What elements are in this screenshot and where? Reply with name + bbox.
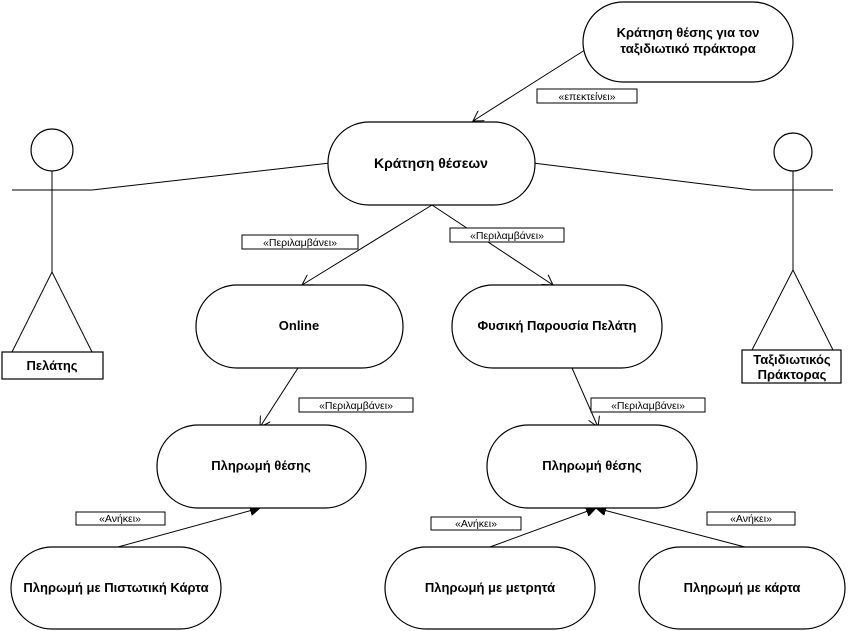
use-case-payment-right[interactable]: Πληρωμή θέσης xyxy=(486,424,698,509)
stereotype-belongs-2-label: «Ανήκει» xyxy=(455,518,497,530)
stereotype-includes-1: «Περιλαμβάνει» xyxy=(241,234,359,250)
use-case-pay-card-label: Πληρωμή με κάρτα xyxy=(684,580,801,595)
include-arrow-physical xyxy=(431,204,553,285)
stereotype-includes-4-label: «Περιλαμβάνει» xyxy=(611,400,685,412)
use-case-agent-booking-label-line2: ταξιδιωτικό πράκτορα xyxy=(620,41,755,56)
use-case-pay-cash-label: Πληρωμή με μετρητά xyxy=(425,580,555,595)
use-case-payment-left-shape xyxy=(156,424,367,509)
use-case-pay-cash[interactable]: Πληρωμή με μετρητά xyxy=(384,546,596,630)
stereotype-includes-1-label: «Περιλαμβάνει» xyxy=(263,237,337,249)
extend-arrow xyxy=(473,47,589,121)
actor-customer-left-leg xyxy=(11,271,53,353)
use-case-agent-booking-shape xyxy=(582,1,794,83)
stereotype-belongs-1-box xyxy=(75,511,166,526)
use-case-pay-credit-card-label: Πληρωμή με Πιστωτική Κάρτα xyxy=(23,580,208,595)
use-case-physical-presence-shape xyxy=(451,284,663,369)
actor-customer-label: Πελάτης xyxy=(26,358,77,373)
actor-agent-label-line2: Πράκτορας xyxy=(758,367,827,382)
stereotype-includes-2-label: «Περιλαμβάνει» xyxy=(470,230,544,242)
actor-customer[interactable]: Πελάτης xyxy=(1,128,104,380)
include-arrow-payment-left xyxy=(260,367,299,427)
use-case-pay-credit-card[interactable]: Πληρωμή με Πιστωτική Κάρτα xyxy=(10,546,222,630)
belongs-arrow-card xyxy=(596,508,746,548)
stereotype-belongs-1: «Ανήκει» xyxy=(75,511,166,526)
stereotype-includes-2: «Περιλαμβάνει» xyxy=(449,227,565,243)
association-customer-booking xyxy=(91,162,331,191)
stereotype-includes-3: «Περιλαμβάνει» xyxy=(298,397,414,413)
actor-agent-label-line1: Ταξιδιωτικός xyxy=(753,352,831,367)
use-case-payment-right-shape xyxy=(486,424,698,509)
use-case-payment-left[interactable]: Πληρωμή θέσης xyxy=(156,424,367,509)
actor-customer-right-leg xyxy=(51,271,93,353)
use-case-pay-cash-shape xyxy=(384,546,596,630)
use-case-physical-presence-label: Φυσική Παρουσία Πελάτη xyxy=(478,318,637,333)
actor-agent-left-leg xyxy=(751,269,794,351)
stereotype-includes-3-box xyxy=(298,397,414,413)
actor-agent-label-box xyxy=(741,349,842,384)
belongs-arrow-cash xyxy=(489,508,596,548)
actor-customer-head xyxy=(30,128,74,172)
use-case-pay-card-shape xyxy=(638,546,846,630)
use-case-agent-booking-label-line1: Κράτηση θέσης για τον xyxy=(617,25,760,40)
actor-agent-head xyxy=(773,132,813,172)
use-case-agent-booking[interactable]: Κράτηση θέσης για τον ταξιδιωτικό πράκτο… xyxy=(582,1,794,83)
stereotype-extends: «επεκτείνει» xyxy=(536,88,638,104)
stereotype-belongs-2: «Ανήκει» xyxy=(430,516,522,531)
use-case-online-label: Online xyxy=(279,318,319,333)
association-agent-booking xyxy=(532,162,753,191)
actor-travel-agent[interactable]: Ταξιδιωτικός Πράκτορας xyxy=(741,132,842,384)
include-arrow-payment-right xyxy=(571,367,598,427)
use-case-online[interactable]: Online xyxy=(195,284,404,369)
stereotype-includes-4-box xyxy=(590,397,706,413)
use-case-booking[interactable]: Κράτηση θέσεων xyxy=(327,121,536,206)
stereotype-belongs-3-label: «Ανήκει» xyxy=(730,513,772,525)
use-case-online-shape xyxy=(195,284,404,369)
stereotype-includes-4: «Περιλαμβάνει» xyxy=(590,397,706,413)
use-case-payment-left-label: Πληρωμή θέσης xyxy=(211,458,311,473)
use-case-booking-label: Κράτηση θέσεων xyxy=(374,155,488,171)
actor-customer-label-box xyxy=(1,351,104,380)
use-case-pay-credit-card-shape xyxy=(10,546,222,630)
stereotype-includes-1-box xyxy=(241,234,359,250)
use-case-booking-shape xyxy=(327,121,536,206)
include-arrow-online xyxy=(302,204,433,285)
stereotype-belongs-3-box xyxy=(706,511,796,526)
use-case-pay-card[interactable]: Πληρωμή με κάρτα xyxy=(638,546,846,630)
stereotype-extends-label: «επεκτείνει» xyxy=(559,91,616,103)
belongs-arrow-credit-card xyxy=(117,508,260,548)
stereotype-extends-box xyxy=(536,88,638,104)
stereotype-belongs-1-label: «Ανήκει» xyxy=(99,513,141,525)
use-case-payment-right-label: Πληρωμή θέσης xyxy=(542,458,642,473)
stereotype-belongs-3: «Ανήκει» xyxy=(706,511,796,526)
actor-agent-right-leg xyxy=(792,269,834,351)
use-case-physical-presence[interactable]: Φυσική Παρουσία Πελάτη xyxy=(451,284,663,369)
stereotype-includes-3-label: «Περιλαμβάνει» xyxy=(319,400,393,412)
stereotype-includes-2-box xyxy=(449,227,565,243)
stereotype-belongs-2-box xyxy=(430,516,522,531)
